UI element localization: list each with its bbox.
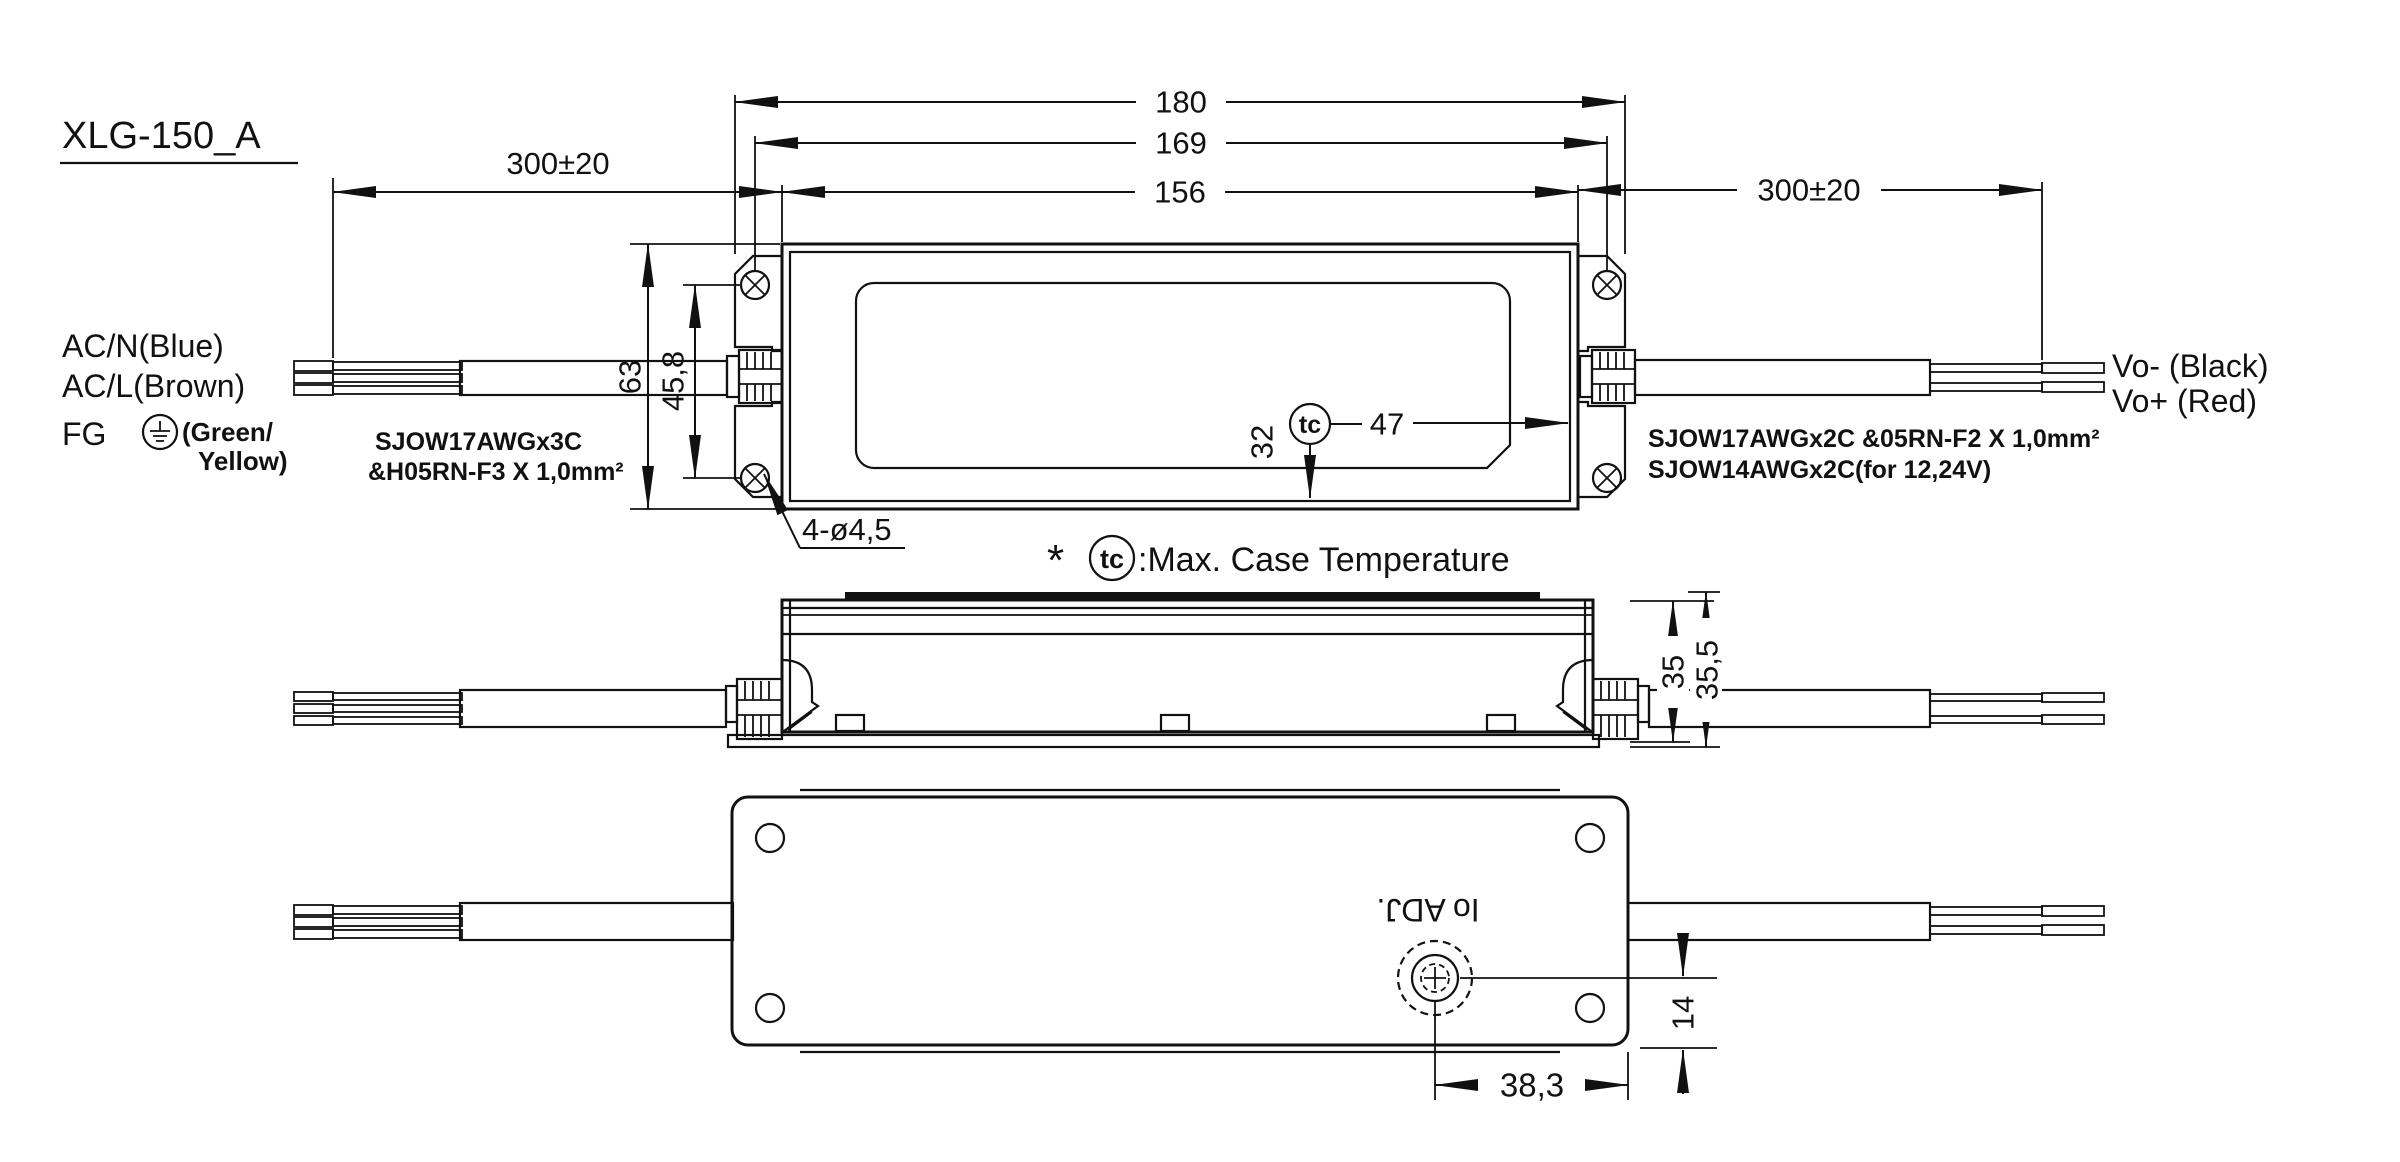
dim-cable-right: 300±20: [1757, 173, 1860, 208]
tc-note-circle: [1088, 534, 1136, 582]
side-left-bracket: [781, 658, 820, 732]
input-cable: [293, 359, 729, 397]
dim-overall-length: 180: [1155, 85, 1207, 120]
mounting-hole: [739, 269, 771, 301]
stripped-wire-end: [2041, 362, 2105, 374]
corner-hole: [754, 822, 786, 854]
output-positive-label: Vo+ (Red): [2112, 383, 2257, 419]
tc-marker: tc 32 47: [1245, 402, 1569, 499]
mounting-holes-callout: 4-ø4,5: [802, 512, 892, 547]
side-view: 35 35,5: [293, 591, 2105, 749]
bottom-view: Io ADJ. 14 38,3: [293, 788, 2105, 1104]
corner-hole: [754, 992, 786, 1024]
output-cable-spec-2: SJOW14AWGx2C(for 12,24V): [1648, 456, 1991, 484]
tc-note-symbol: tc: [1100, 544, 1124, 574]
dim-tc-from-bottom: 32: [1245, 425, 1280, 459]
case-slot: [834, 713, 866, 733]
input-fg-color-line2: Yellow): [198, 446, 288, 476]
thermal-pad-strip: [845, 592, 1540, 601]
output-cable-gland: [1578, 348, 1637, 405]
lid-recess-outline: [854, 281, 1512, 470]
top-view: tc 32 47 180 169 156: [293, 82, 2105, 549]
bottom-case-outline: [730, 795, 1630, 1047]
dim-hole-spacing-y: 45,8: [656, 351, 691, 411]
corner-hole: [1574, 992, 1606, 1024]
input-line-label: AC/L(Brown): [62, 368, 245, 404]
tc-note: * tc :Max. Case Temperature: [1047, 534, 1510, 585]
dim-total-height: 35,5: [1690, 640, 1725, 700]
case-inner-outline: [788, 250, 1572, 503]
dim-cable-left: 300±20: [506, 146, 609, 181]
dim-case-height: 35: [1656, 655, 1691, 689]
drawing-title: XLG-150_A: [62, 115, 261, 157]
output-cable: [1633, 358, 2105, 397]
stripped-wire-end: [293, 384, 334, 396]
side-case-outline: [780, 598, 1595, 734]
stripped-wire-end: [293, 372, 334, 384]
corner-hole: [1574, 822, 1606, 854]
io-adj-label: Io ADJ.: [1376, 892, 1479, 928]
output-negative-label: Vo- (Black): [2112, 348, 2268, 384]
input-wire-labels: AC/N(Blue) AC/L(Brown) FG (Green/ Yellow…: [62, 328, 624, 486]
stripped-wire-end: [2041, 381, 2105, 393]
bottom-view-dimensions: 14 38,3: [1434, 933, 1717, 1104]
side-output-gland: [1591, 677, 1651, 741]
earth-ground-icon: [141, 413, 179, 451]
side-output-cable: [1647, 688, 2105, 729]
dim-case-width: 63: [613, 360, 648, 394]
dim-adj-from-end: 38,3: [1500, 1067, 1564, 1104]
side-right-bracket: [1555, 658, 1594, 732]
top-view-dimensions: 180 169 156 300±20 300±20 63 45,8: [332, 82, 2043, 549]
input-cable-spec-1: SJOW17AWGx3C: [375, 428, 582, 456]
side-input-cable: [293, 688, 728, 729]
dim-hole-spacing-x: 169: [1155, 126, 1207, 161]
side-input-gland: [724, 677, 784, 741]
side-view-dimensions: 35 35,5: [1630, 591, 1725, 748]
input-cable-gland: [725, 348, 784, 405]
bottom-input-cable: [293, 901, 735, 942]
input-fg-color-line1: (Green/: [182, 417, 273, 447]
stripped-wire-end: [293, 360, 334, 372]
dim-tc-from-end: 47: [1370, 407, 1404, 442]
dim-body-length: 156: [1154, 175, 1206, 210]
tc-note-text: :Max. Case Temperature: [1138, 541, 1510, 579]
dim-adj-from-bottom: 14: [1666, 996, 1701, 1030]
tc-marker-label: tc: [1299, 411, 1321, 439]
input-neutral-label: AC/N(Blue): [62, 328, 224, 364]
bottom-lip: [726, 733, 1601, 749]
mounting-hole: [1591, 269, 1623, 301]
mounting-hole: [1591, 462, 1623, 494]
case-slot: [1159, 713, 1191, 733]
output-cable-spec-1: SJOW17AWGx2C &05RN-F2 X 1,0mm²: [1648, 425, 2100, 453]
case-slot: [1485, 713, 1517, 733]
mounting-hole: [739, 462, 771, 494]
drawing-title-block: XLG-150_A: [60, 115, 298, 165]
output-wire-labels: Vo- (Black) Vo+ (Red) SJOW17AWGx2C &05RN…: [1648, 348, 2268, 484]
note-asterisk: *: [1047, 536, 1064, 585]
input-fg-label: FG: [62, 416, 106, 452]
bottom-output-cable: [1626, 901, 2105, 942]
input-cable-spec-2: &H05RN-F3 X 1,0mm²: [368, 458, 624, 486]
